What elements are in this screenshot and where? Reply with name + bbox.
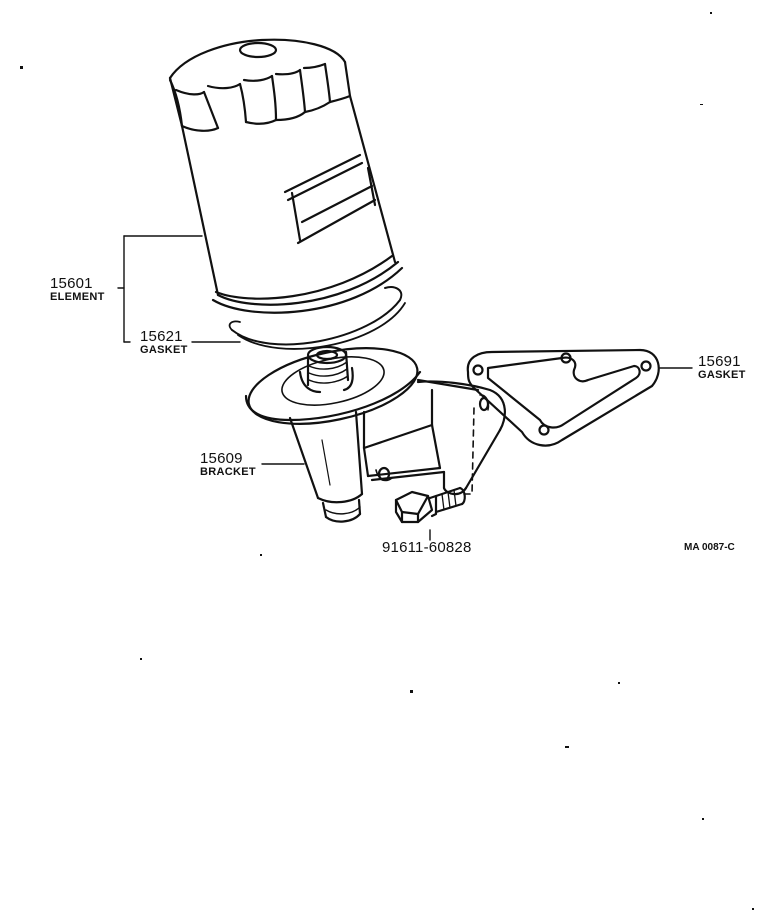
part-name-bracket: BRACKET bbox=[200, 466, 256, 478]
part-number-bolt: 91611-60828 bbox=[382, 539, 472, 556]
callout-bolt: 91611-60828 bbox=[382, 540, 472, 555]
scan-speck bbox=[702, 818, 704, 820]
bracket-drawing bbox=[244, 345, 506, 523]
leader-lines bbox=[117, 235, 693, 541]
bolt-drawing bbox=[394, 486, 466, 524]
part-name-element: ELEMENT bbox=[50, 291, 105, 303]
part-number-gasket-bracket: 15691 bbox=[698, 353, 741, 370]
scan-speck bbox=[618, 682, 620, 684]
bracket-gasket-drawing bbox=[466, 348, 660, 447]
part-name-gasket-bracket: GASKET bbox=[698, 369, 746, 381]
part-number-bracket: 15609 bbox=[200, 450, 243, 467]
scan-speck bbox=[260, 554, 262, 556]
callout-gasket-bracket: 15691 GASKET bbox=[698, 354, 746, 381]
callout-bracket: 15609 BRACKET bbox=[200, 451, 256, 478]
part-number-element: 15601 bbox=[50, 275, 93, 292]
scan-speck bbox=[140, 658, 142, 660]
oil-filter-element-drawing bbox=[168, 38, 406, 350]
scan-speck bbox=[710, 12, 712, 14]
scan-speck bbox=[700, 104, 703, 105]
callout-gasket-element: 15621 GASKET bbox=[140, 329, 188, 356]
scan-speck bbox=[752, 908, 754, 910]
part-number-gasket-element: 15621 bbox=[140, 328, 183, 345]
drawing-code: MA 0087-C bbox=[684, 542, 735, 553]
scan-speck bbox=[20, 66, 23, 69]
bolt-insertion-dashed-line bbox=[463, 407, 475, 495]
scan-speck bbox=[565, 746, 569, 748]
scan-speck bbox=[410, 690, 413, 693]
part-name-gasket-element: GASKET bbox=[140, 344, 188, 356]
callout-element: 15601 ELEMENT bbox=[50, 276, 105, 303]
